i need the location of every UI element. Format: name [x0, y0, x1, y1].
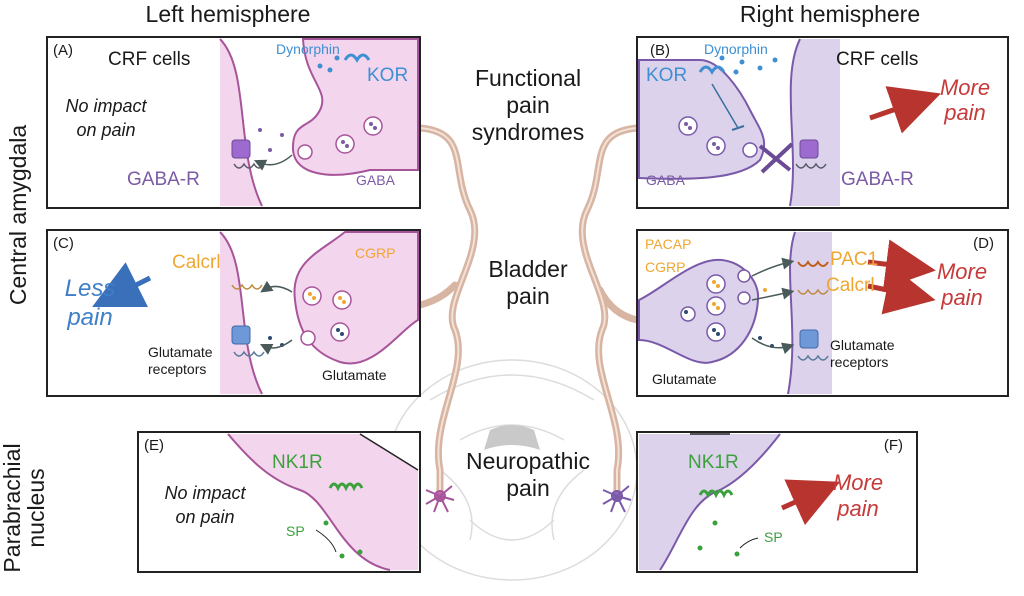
panel-c-cgrp-label: CGRP — [355, 245, 395, 261]
panel-d-pac1-label: PAC1 — [830, 249, 878, 270]
parabrachial-label-line2: nucleus — [23, 468, 49, 547]
neuron-left — [425, 485, 455, 513]
panel-e-sp-label: SP — [286, 523, 305, 539]
panel-b-gaba-label: GABA — [646, 172, 686, 188]
neuropathic-label-line2: pain — [506, 475, 549, 501]
panel-a-gaba-label: GABA — [356, 172, 396, 188]
panel-d-letter: (D) — [973, 235, 994, 252]
panel-c-effect-line1: Less — [65, 275, 116, 302]
neuropathic-label-line1: Neuropathic — [466, 448, 590, 474]
functional-label-line1: Functional — [475, 65, 581, 91]
bladder-label-line2: pain — [506, 283, 549, 309]
panel-e-effect-line1: No impact — [164, 483, 246, 503]
panel-d-cgrp-label: CGRP — [645, 259, 685, 275]
panel-c-glutamate-label: Glutamate — [322, 367, 387, 383]
panel-f-sp-label: SP — [764, 529, 783, 545]
neuron-right — [602, 485, 632, 513]
panel-c-letter: (C) — [53, 235, 74, 252]
bladder-label-line1: Bladder — [488, 256, 568, 282]
panel-e-effect-line2: on pain — [175, 507, 234, 527]
panel-a-kor-label: KOR — [367, 65, 408, 86]
panel-e-nk1r-label: NK1R — [272, 452, 323, 473]
panel-a-letter: (A) — [53, 42, 73, 59]
central-amygdala-label: Central amygdala — [5, 125, 31, 305]
panel-a-effect-line2: on pain — [76, 120, 135, 140]
panel-e: (E) NK1R No impact on pain SP — [137, 431, 421, 573]
panel-b-gabar-label: GABA-R — [841, 169, 914, 190]
panel-b-dynorphin-label: Dynorphin — [704, 41, 768, 57]
panel-f-nk1r-label: NK1R — [688, 452, 739, 473]
panel-c-glur-line1: Glutamate — [148, 344, 213, 360]
panel-a-crf-label: CRF cells — [108, 49, 190, 70]
left-hemisphere-header: Left hemisphere — [146, 1, 311, 27]
panel-a-effect-line1: No impact — [65, 96, 147, 116]
panel-b-kor-label: KOR — [646, 65, 687, 86]
right-hemisphere-header: Right hemisphere — [740, 1, 920, 27]
axon-left — [416, 124, 479, 496]
panel-b-effect-line1: More — [940, 75, 990, 100]
panel-a-dynorphin-label: Dynorphin — [276, 41, 340, 57]
brainstem-shape — [484, 425, 540, 450]
panel-d-effect-line1: More — [937, 259, 987, 284]
panel-d-glur-line2: receptors — [830, 354, 888, 370]
panel-c-glur-line2: receptors — [148, 361, 206, 377]
panel-d-glur-line1: Glutamate — [830, 337, 895, 353]
panel-f-effect-line1: More — [833, 470, 883, 495]
panel-c: (C) Calcrl CGRP Less pain Glutamate rece… — [46, 229, 421, 397]
panel-d-glutamate-label: Glutamate — [652, 371, 717, 387]
panel-c-calcrl-label: Calcrl — [172, 252, 221, 273]
panel-d-effect-line2: pain — [940, 285, 983, 310]
panel-b-crf-label: CRF cells — [836, 49, 918, 70]
panel-d-pacap-label: PACAP — [645, 236, 691, 252]
panel-b-letter: (B) — [650, 42, 670, 59]
panel-d: (D) PACAP CGRP PAC1 Calcrl More pain Glu… — [636, 229, 1009, 397]
panel-f-letter: (F) — [884, 437, 903, 454]
axon-right — [578, 124, 641, 496]
panel-e-letter: (E) — [144, 437, 164, 454]
functional-label-line2: pain — [506, 92, 549, 118]
panel-b-effect-line2: pain — [943, 100, 986, 125]
parabrachial-label-line1: Parabrachial — [0, 443, 25, 572]
panel-f: (F) NK1R More pain SP — [636, 431, 918, 573]
panel-f-effect-line2: pain — [836, 496, 879, 521]
panel-a-gabar-label: GABA-R — [127, 169, 200, 190]
panel-a: (A) CRF cells Dynorphin KOR No impact on… — [46, 36, 421, 209]
panel-d-calcrl-label: Calcrl — [826, 275, 875, 296]
panel-c-effect-line2: pain — [66, 304, 112, 331]
axon-inner-line — [419, 127, 638, 492]
functional-label-line3: syndromes — [472, 119, 584, 145]
panel-b: (B) CRF cells Dynorphin KOR More pain GA… — [636, 36, 1009, 209]
